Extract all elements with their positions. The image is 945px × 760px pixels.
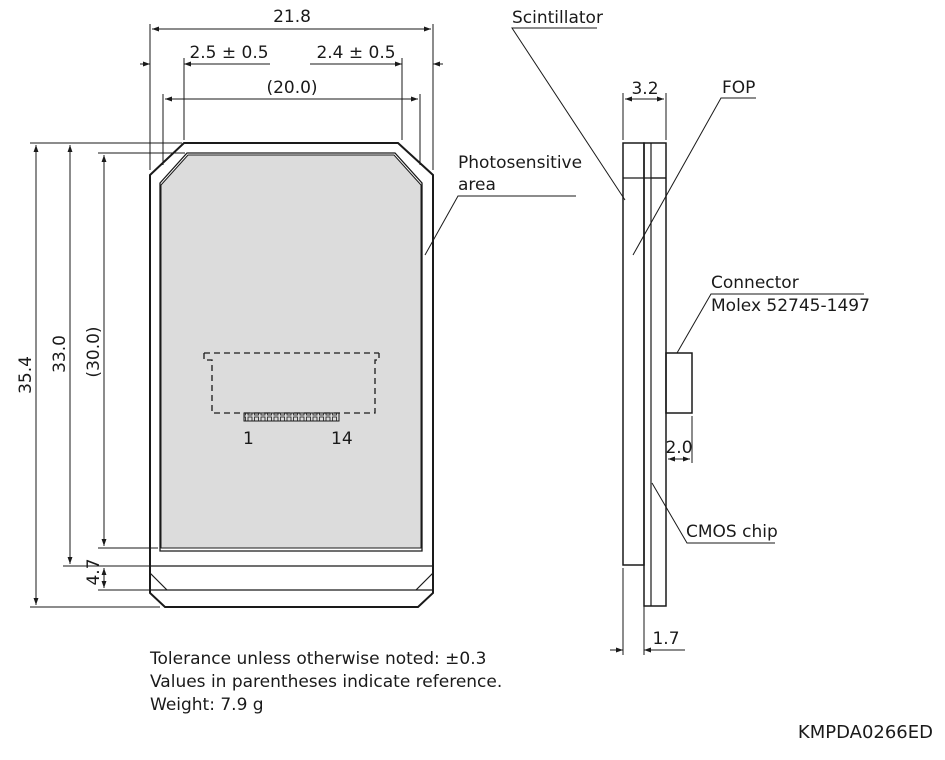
connector-label-2: Molex 52745-1497 <box>711 296 870 316</box>
dim-left-margin: 2.5 ± 0.5 <box>189 43 268 63</box>
connector-leader <box>676 293 864 354</box>
cmos-board <box>643 142 667 607</box>
dim-side-thickness: 3.2 <box>631 79 658 99</box>
dim-connector-depth: 2.0 <box>665 438 692 458</box>
dim-active-width: (20.0) <box>266 78 317 98</box>
dim-body-height: 33.0 <box>50 335 70 373</box>
note-reference: Values in parentheses indicate reference… <box>150 672 503 692</box>
front-inner-frame <box>159 152 423 552</box>
side-connector <box>665 352 693 414</box>
photosensitive-label-2: area <box>458 175 496 195</box>
dim-active-height: (30.0) <box>84 326 104 377</box>
side-view <box>622 142 693 607</box>
side-dimensions <box>610 93 693 655</box>
dim-overall-width: 21.8 <box>273 7 311 27</box>
photosensitive-label-1: Photosensitive <box>458 153 582 173</box>
front-view <box>149 142 434 608</box>
cmos-label: CMOS chip <box>686 522 778 542</box>
scintillator-label: Scintillator <box>512 8 603 28</box>
scintillator-layer <box>622 142 645 566</box>
connector-label-1: Connector <box>711 273 799 293</box>
dim-right-margin: 2.4 ± 0.5 <box>316 43 395 63</box>
dim-bottom-offset: 4.7 <box>84 558 104 585</box>
cmos-leader <box>651 482 775 544</box>
fop-label: FOP <box>722 78 755 98</box>
drawing-code: KMPDA0266ED <box>797 722 933 743</box>
note-tolerance: Tolerance unless otherwise noted: ±0.3 <box>150 649 487 669</box>
dim-board-thickness: 1.7 <box>652 629 679 649</box>
scintillator-leader <box>511 27 626 201</box>
pin-14-label: 14 <box>331 429 353 449</box>
pin-1-label: 1 <box>243 429 254 449</box>
dim-overall-height: 35.4 <box>16 356 36 394</box>
photosensitive-area <box>160 154 422 549</box>
note-weight: Weight: 7.9 g <box>150 695 264 715</box>
front-top-dimensions <box>140 24 443 170</box>
front-outer-outline <box>149 142 434 608</box>
front-left-dimensions <box>30 142 185 608</box>
connector-outline-dashed <box>203 352 380 414</box>
notes-block: Tolerance unless otherwise noted: ±0.3 V… <box>150 648 502 717</box>
connector-pins <box>243 412 340 422</box>
fop-leader <box>632 97 756 256</box>
photosensitive-leader <box>424 195 576 256</box>
